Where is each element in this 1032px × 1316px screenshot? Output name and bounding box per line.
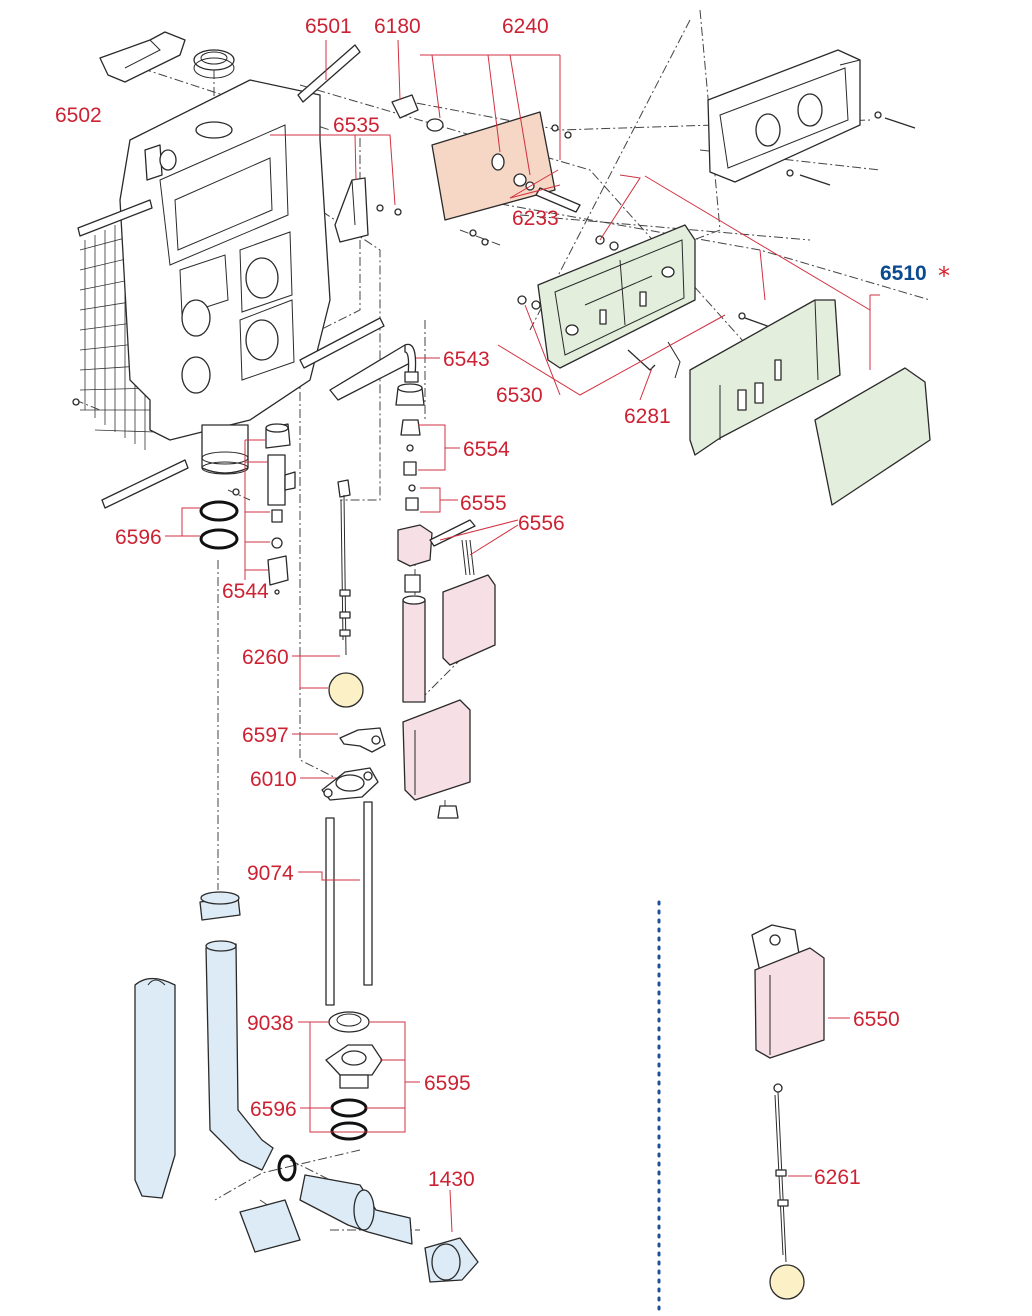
float-housing bbox=[402, 574, 496, 819]
bracket-6010 bbox=[321, 767, 379, 801]
label-6233: 6233 bbox=[512, 207, 559, 230]
label-6502: 6502 bbox=[55, 104, 102, 127]
label-6596-lower: 6596 bbox=[250, 1098, 297, 1121]
bracket-6535 bbox=[334, 177, 369, 243]
push-plate-6510 bbox=[689, 299, 931, 506]
rod-6281 bbox=[627, 341, 681, 379]
fitting-6595 bbox=[325, 1044, 383, 1141]
float-valve-6550 bbox=[751, 924, 825, 1059]
label-6544: 6544 bbox=[222, 580, 269, 603]
label-6595: 6595 bbox=[424, 1072, 471, 1095]
hose-6543 bbox=[329, 343, 419, 401]
label-6501: 6501 bbox=[305, 15, 352, 38]
o-rings-upper bbox=[199, 500, 239, 550]
label-6240: 6240 bbox=[502, 15, 549, 38]
label-6543: 6543 bbox=[443, 348, 490, 371]
label-6530: 6530 bbox=[496, 384, 543, 407]
mounting-strap-6501 bbox=[77, 44, 385, 509]
fitting-6180 bbox=[391, 94, 419, 119]
label-9074: 9074 bbox=[247, 862, 294, 885]
wall-block bbox=[707, 49, 861, 183]
float-6260 bbox=[328, 479, 364, 708]
label-6555: 6555 bbox=[460, 492, 507, 515]
label-1430: 1430 bbox=[428, 1168, 475, 1191]
label-6261: 6261 bbox=[814, 1166, 861, 1189]
leader-lines bbox=[165, 39, 880, 1233]
fitting-9038 bbox=[328, 1011, 370, 1033]
label-6554: 6554 bbox=[463, 438, 510, 461]
float-6261 bbox=[769, 1083, 805, 1300]
clip-6597 bbox=[339, 727, 386, 753]
label-6596-upper: 6596 bbox=[115, 526, 162, 549]
label-6597: 6597 bbox=[242, 724, 289, 747]
label-6260: 6260 bbox=[242, 646, 289, 669]
label-6550: 6550 bbox=[853, 1008, 900, 1031]
valve-6555 bbox=[405, 484, 419, 511]
label-6556: 6556 bbox=[518, 512, 565, 535]
drain-pipes bbox=[134, 891, 479, 1283]
label-6180: 6180 bbox=[374, 15, 421, 38]
label-6281: 6281 bbox=[624, 405, 671, 428]
label-6510-mark: * bbox=[938, 262, 950, 290]
frame-6530 bbox=[537, 224, 696, 369]
main-frame bbox=[79, 79, 331, 475]
clip-6502 bbox=[99, 31, 186, 83]
valve-6554 bbox=[395, 383, 425, 476]
label-6535: 6535 bbox=[333, 114, 380, 137]
part-labels: 6502 6501 6180 6240 6535 6233 6510 * 654… bbox=[55, 15, 950, 1191]
label-6010: 6010 bbox=[250, 768, 297, 791]
valve-6556 bbox=[397, 519, 476, 593]
rods-9074 bbox=[325, 801, 373, 1006]
ring-top bbox=[193, 49, 235, 79]
label-9038: 9038 bbox=[247, 1012, 294, 1035]
label-6510: 6510 bbox=[880, 262, 927, 285]
valve-6544 bbox=[265, 423, 296, 595]
